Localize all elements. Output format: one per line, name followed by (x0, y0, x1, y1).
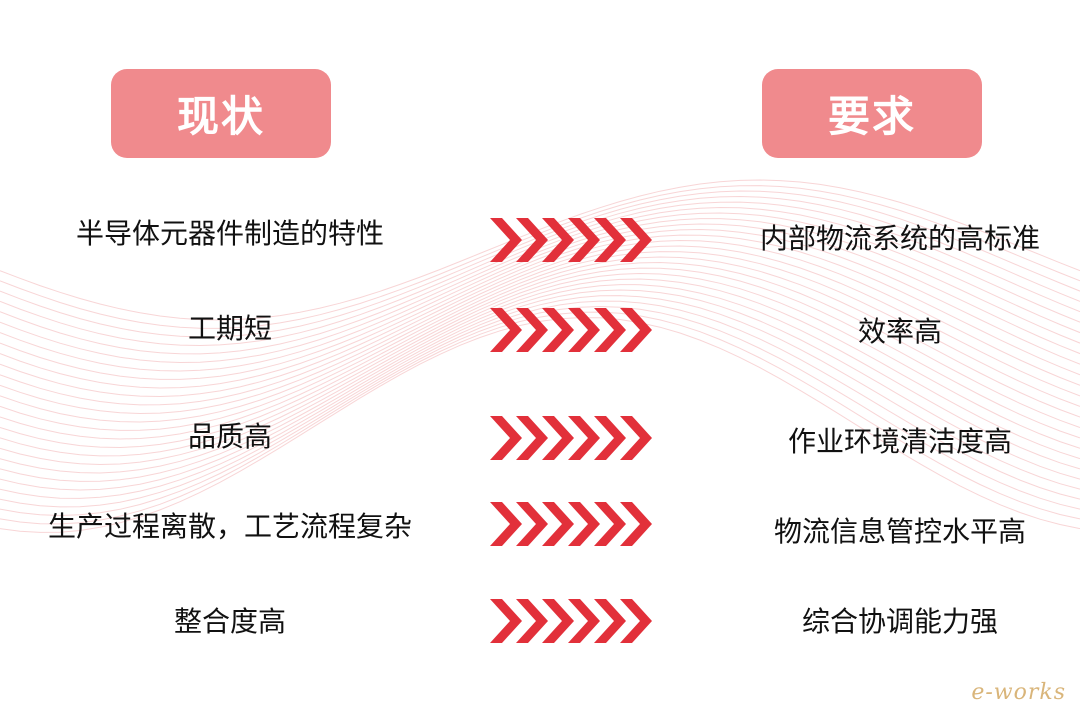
chevron-chain-icon (490, 308, 652, 352)
requirement-header: 要求 (762, 69, 982, 158)
requirement-item-2: 效率高 (857, 315, 942, 348)
requirement-item-4: 物流信息管控水平高 (773, 515, 1026, 548)
requirement-item-3: 作业环境清洁度高 (787, 425, 1012, 458)
chevron-chain-icon (490, 599, 652, 643)
status-header: 现状 (111, 69, 331, 158)
status-item-2: 工期短 (187, 312, 272, 345)
status-item-5: 整合度高 (173, 605, 286, 638)
chevron-chain-icon (490, 416, 652, 460)
status-item-1: 半导体元器件制造的特性 (75, 217, 384, 250)
chevron-chain-icon (490, 218, 652, 262)
status-item-3: 品质高 (187, 420, 272, 453)
requirement-item-1: 内部物流系统的高标准 (759, 222, 1040, 255)
eworks-logo: e-works (971, 680, 1066, 705)
requirement-item-5: 综合协调能力强 (801, 605, 998, 638)
chevron-chain-icon (490, 502, 652, 546)
status-item-4: 生产过程离散，工艺流程复杂 (47, 510, 412, 543)
